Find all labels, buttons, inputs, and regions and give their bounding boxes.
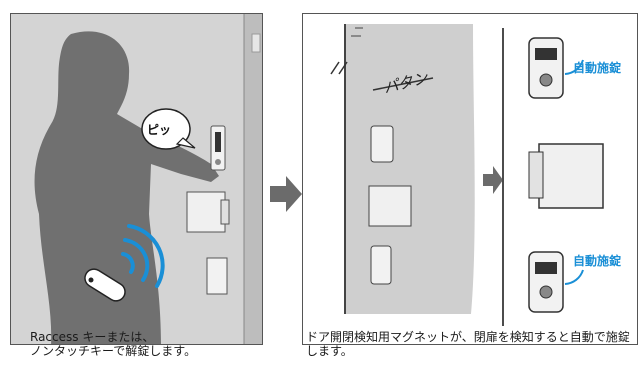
- wireless-signal-icon: [121, 224, 165, 288]
- lock-device-lower: [370, 245, 392, 285]
- closing-door: [345, 24, 475, 314]
- lock-bottom-icon: [528, 251, 584, 313]
- caption-left-line2: ノンタッチキーで解錠します。: [30, 344, 197, 358]
- lock-top-icon: [528, 37, 584, 99]
- arrow-small-icon: [483, 166, 503, 194]
- lock-device-on-door: [370, 125, 394, 163]
- magnet-on-door: [368, 185, 412, 227]
- caption-right: ドア開閉検知用マグネットが、閉扉を検知すると自動で施錠します。: [306, 330, 630, 358]
- auto-lock-label-top: 自動施錠: [573, 61, 622, 75]
- speech-bubble: [141, 108, 191, 150]
- motion-lines: [330, 61, 434, 91]
- unlock-scene: [11, 14, 262, 344]
- panel-unlock: ピッ: [10, 13, 263, 345]
- auto-lock-label-bottom: 自動施錠: [573, 254, 622, 268]
- door-sensor-unit: [206, 257, 228, 295]
- magnet-sensor: [186, 191, 226, 233]
- door-frame: [244, 14, 262, 344]
- caption-left-line1: Raccess キーまたは、: [30, 330, 155, 344]
- magnet-closed-icon: [528, 143, 604, 209]
- arrow-right-icon: [270, 176, 302, 212]
- person-silhouette: [34, 31, 219, 344]
- key-fob-icon: [84, 268, 126, 302]
- auto-lock-scene: [330, 24, 604, 326]
- caption-left: Raccess キーまたは、 ノンタッチキーで解錠します。: [30, 330, 196, 358]
- speech-bubble-text: ピッ: [147, 123, 172, 137]
- panel-auto-lock: パタン 自動施錠 自動施錠: [302, 13, 638, 345]
